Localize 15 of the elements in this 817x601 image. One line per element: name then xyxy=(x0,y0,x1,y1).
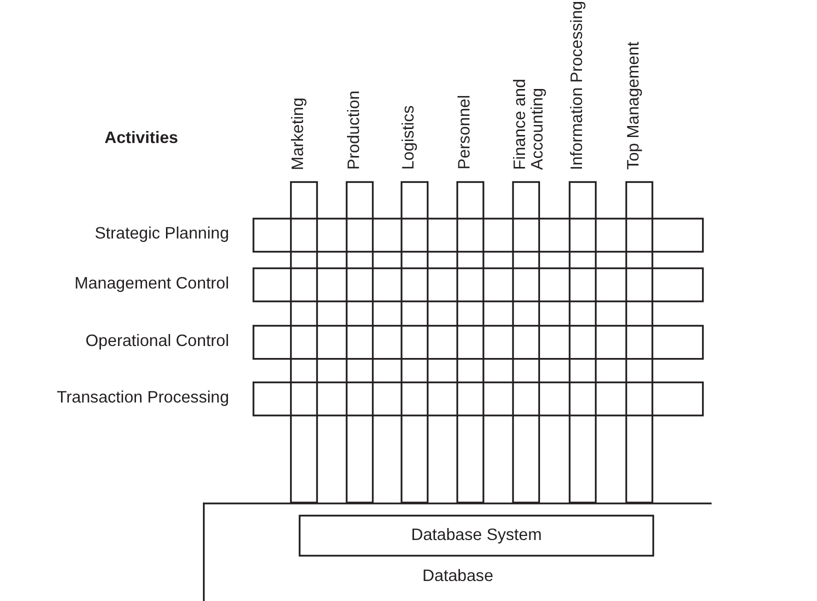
column-heading: Personnel xyxy=(456,95,474,170)
system-box: Database System xyxy=(298,514,654,557)
heading: Activities xyxy=(104,128,178,148)
column-heading: Production xyxy=(346,90,364,170)
column-heading: Finance and Accounting xyxy=(512,78,547,170)
row-label: Operational Control xyxy=(86,332,230,352)
database-outline xyxy=(202,502,712,601)
column-heading: Logistics xyxy=(400,105,418,170)
database-label: Database xyxy=(422,567,494,586)
row-label: Transaction Processing xyxy=(56,388,230,408)
column-heading: Information Processing xyxy=(568,0,586,170)
column-heading: Top Management xyxy=(625,42,643,170)
column-heading: Marketing xyxy=(290,97,308,170)
row-label: Management Control xyxy=(74,274,230,294)
row-label: Strategic Planning xyxy=(94,224,230,244)
